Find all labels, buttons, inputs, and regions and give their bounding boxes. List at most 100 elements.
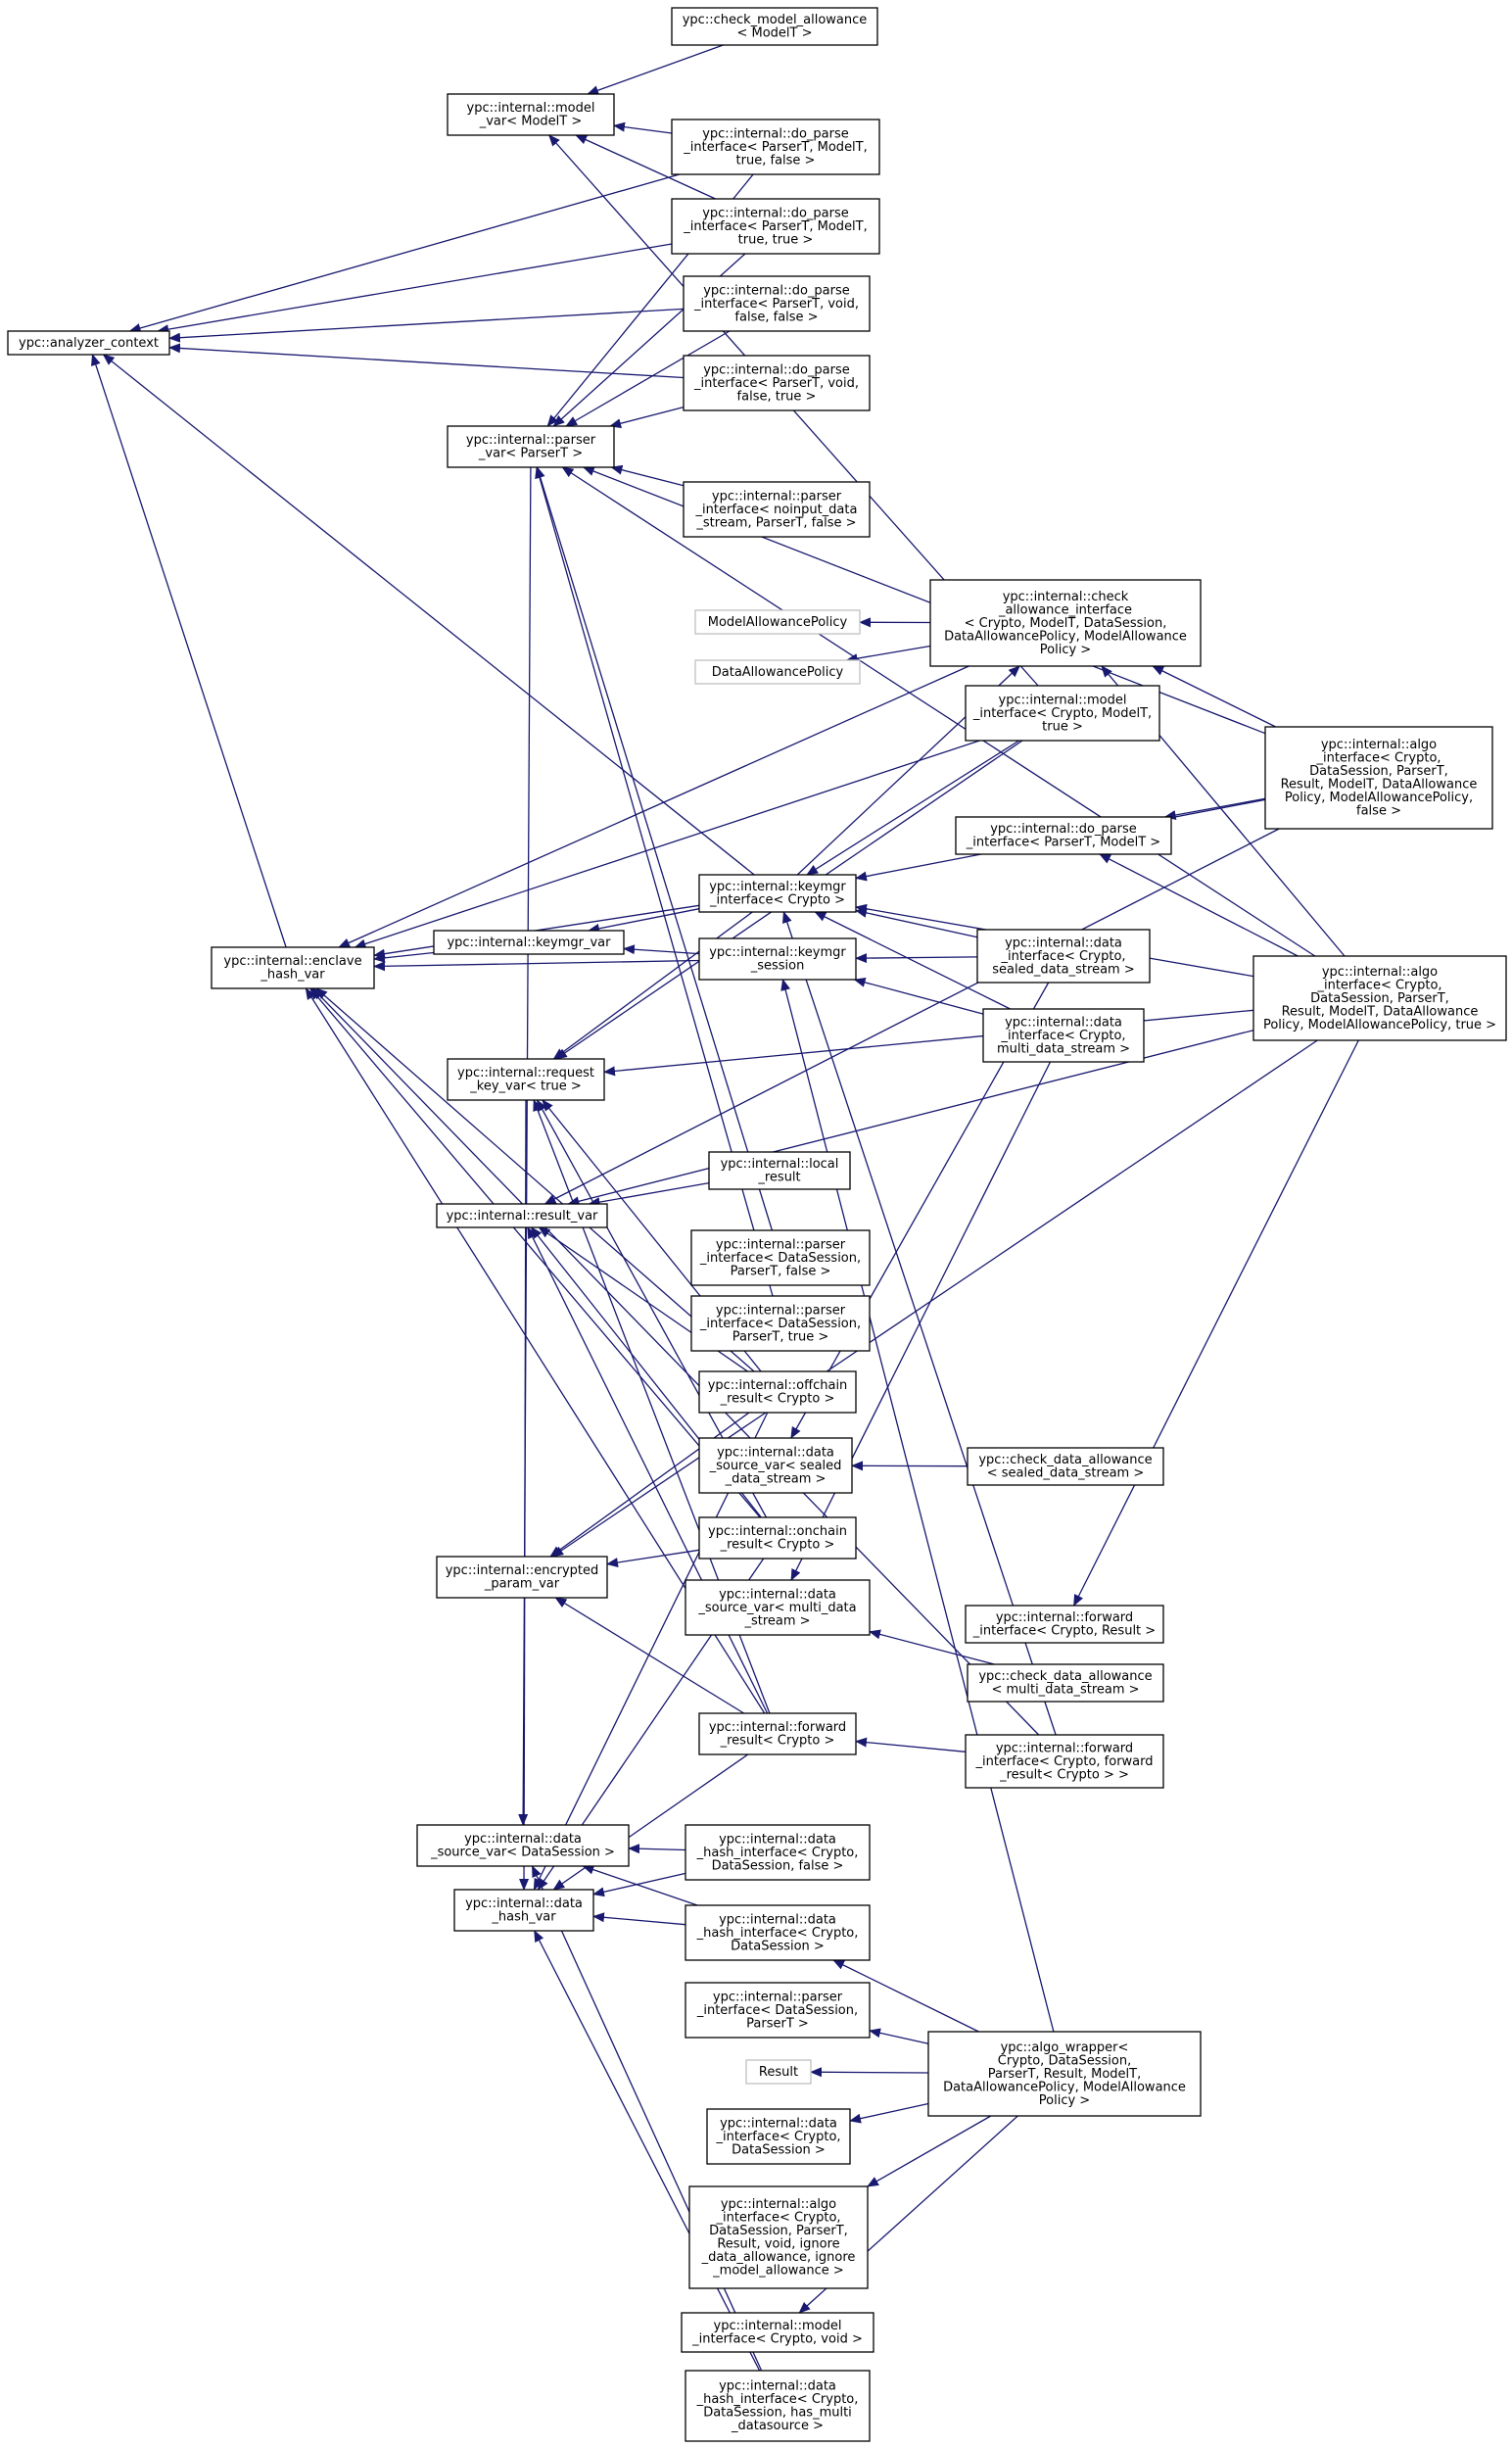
- class-node-encrypted[interactable]: ypc::internal::encrypted_param_var: [436, 1556, 608, 1599]
- edge-n_algo_true-to-n_dpi_pm: [1099, 853, 1299, 957]
- class-box: [982, 1008, 1145, 1063]
- class-node-keymgr-iface[interactable]: ypc::internal::keymgr_interface< Crypto …: [698, 874, 857, 913]
- class-node-di-sealed[interactable]: ypc::internal::data_interface< Crypto,se…: [976, 929, 1151, 984]
- class-node-enclave[interactable]: ypc::internal::enclave_hash_var: [211, 946, 375, 989]
- class-label-line: _model_allowance >: [712, 2264, 844, 2279]
- edge-n_dpi_v_ft-to-n_parser_var: [609, 406, 685, 429]
- class-node-pi-ds-true[interactable]: ypc::internal::parser_interface< DataSes…: [690, 1295, 871, 1352]
- class-node-model-iface[interactable]: ypc::internal::model_interface< Crypto, …: [965, 685, 1160, 742]
- class-node-result[interactable]: Result: [745, 2059, 812, 2085]
- class-node-offchain[interactable]: ypc::internal::offchain_result< Crypto >: [698, 1370, 857, 1414]
- class-node-model-policy[interactable]: ModelAllowancePolicy: [694, 609, 861, 635]
- class-node-dsv-ds[interactable]: ypc::internal::data_source_var< DataSess…: [416, 1824, 630, 1867]
- class-node-keymgr-var[interactable]: ypc::internal::keymgr_var: [433, 930, 625, 955]
- class-node-check-allow[interactable]: ypc::internal::check_allowance_interface…: [929, 579, 1202, 667]
- class-label-line: _data_stream >: [725, 1471, 827, 1486]
- class-label-line: _interface< Crypto,: [1000, 1029, 1125, 1043]
- class-box: [965, 1734, 1164, 1789]
- class-label-line: _interface< Crypto,: [1315, 751, 1441, 766]
- class-node-dpi-v-ff[interactable]: ypc::internal::do_parse_interface< Parse…: [683, 275, 871, 332]
- class-node-data-hash-var[interactable]: ypc::internal::data_hash_var: [453, 1889, 594, 1932]
- class-box: [685, 1824, 871, 1881]
- class-box: [694, 609, 861, 635]
- class-label-line: ypc::internal::onchain: [708, 1524, 847, 1539]
- class-node-onchain[interactable]: ypc::internal::onchain_result< Crypto >: [698, 1516, 857, 1560]
- class-node-request-key[interactable]: ypc::internal::request_key_var< true >: [447, 1058, 605, 1101]
- class-node-model-var[interactable]: ypc::internal::model_var< ModelT >: [447, 93, 615, 136]
- class-label-line: _interface< Crypto, Result >: [972, 1624, 1156, 1639]
- class-box: [688, 2185, 869, 2289]
- class-label-line: ypc::internal::model: [467, 101, 595, 116]
- class-label-line: _interface< DataSession,: [699, 1317, 861, 1331]
- class-label-line: < sealed_data_stream >: [987, 1466, 1145, 1481]
- class-label-line: ypc::internal::encrypted: [446, 1563, 599, 1578]
- class-node-pi-ds-false[interactable]: ypc::internal::parser_interface< DataSes…: [690, 1229, 871, 1286]
- class-node-fwd-iface-fr[interactable]: ypc::internal::forward_interface< Crypto…: [965, 1734, 1164, 1789]
- edge-n_algo_wrapper-to-n_pi_ds: [869, 2028, 929, 2044]
- class-node-dsv-multi[interactable]: ypc::internal::data_source_var< multi_da…: [685, 1579, 871, 1636]
- edge-n_algo_true-to-n_parser_var: [561, 466, 1316, 957]
- class-label-line: _source_var< multi_data: [697, 1601, 856, 1615]
- class-label-line: _result: [757, 1171, 800, 1185]
- class-node-keymgr-session[interactable]: ypc::internal::keymgr_session: [698, 937, 857, 981]
- class-node-model-iface-void[interactable]: ypc::internal::model_interface< Crypto, …: [681, 2312, 874, 2353]
- class-box: [683, 481, 871, 538]
- class-node-algo-ignore[interactable]: ypc::internal::algo_interface< Crypto,Da…: [688, 2185, 869, 2289]
- class-node-fwd-result[interactable]: ypc::internal::forward_result< Crypto >: [698, 1712, 857, 1755]
- class-node-dpi-mt-tt[interactable]: ypc::internal::do_parse_interface< Parse…: [671, 198, 880, 255]
- class-node-di-multi[interactable]: ypc::internal::data_interface< Crypto,mu…: [982, 1008, 1145, 1063]
- class-label-line: ypc::internal::algo: [1321, 738, 1437, 752]
- class-box: [447, 1058, 605, 1101]
- class-box: [745, 2059, 812, 2085]
- class-node-local-result[interactable]: ypc::internal::local_result: [708, 1151, 851, 1190]
- class-node-check-data-sealed[interactable]: ypc::check_data_allowance< sealed_data_s…: [967, 1447, 1164, 1486]
- class-label-line: ypc::internal::algo: [721, 2197, 836, 2212]
- class-label-line: _result< Crypto > >: [999, 1767, 1129, 1782]
- class-label-line: _hash_interface< Crypto,: [696, 2392, 859, 2407]
- class-label-line: _interface< DataSession,: [699, 1251, 861, 1266]
- class-box: [706, 2108, 851, 2165]
- edge-n_algo_true-to-n_fwd_iface_result: [1073, 1039, 1359, 1607]
- class-label-line: _interface< noinput_data: [695, 503, 858, 517]
- class-label-line: ypc::internal::check: [1003, 590, 1129, 604]
- class-label-line: ypc::internal::parser: [716, 1303, 846, 1318]
- class-label-line: ypc::check_model_allowance: [683, 13, 868, 27]
- edge-n_algo_wrapper-to-n_dhi_ds: [832, 1959, 979, 2033]
- class-node-algo-true[interactable]: ypc::internal::algo_interface< Crypto,Da…: [1252, 955, 1507, 1041]
- class-node-data-policy[interactable]: DataAllowancePolicy: [694, 659, 861, 685]
- class-label-line: DataSession >: [732, 2142, 826, 2157]
- class-node-check-data-multi[interactable]: ypc::check_data_allowance< multi_data_st…: [967, 1663, 1164, 1703]
- class-node-dpi-pm[interactable]: ypc::internal::do_parse_interface< Parse…: [955, 816, 1172, 855]
- class-box: [698, 1437, 853, 1494]
- class-label-line: ypc::internal::do_parse: [702, 126, 849, 141]
- class-node-parser-var[interactable]: ypc::internal::parser_var< ParserT >: [447, 425, 615, 468]
- class-node-analyzer[interactable]: ypc::analyzer_context: [7, 330, 170, 356]
- class-label-line: Policy >: [1040, 643, 1091, 657]
- class-label-line: ypc::internal::request: [457, 1066, 594, 1080]
- class-node-di-ds[interactable]: ypc::internal::data_interface< Crypto,Da…: [706, 2108, 851, 2165]
- class-box: [416, 1824, 630, 1867]
- class-node-dhi-false[interactable]: ypc::internal::data_hash_interface< Cryp…: [685, 1824, 871, 1881]
- class-node-pi-noinput[interactable]: ypc::internal::parser_interface< noinput…: [683, 481, 871, 538]
- class-label-line: ypc::internal::algo: [1322, 965, 1438, 980]
- class-node-dhi-multi[interactable]: ypc::internal::data_hash_interface< Cryp…: [685, 2370, 871, 2442]
- edge-n_keymgr_session-to-n_keymgr_var: [623, 944, 700, 955]
- class-node-dsv-sealed[interactable]: ypc::internal::data_source_var< sealed_d…: [698, 1437, 853, 1494]
- class-node-algo-wrapper[interactable]: ypc::algo_wrapper<Crypto, DataSession,Pa…: [927, 2031, 1202, 2117]
- class-box: [698, 874, 857, 913]
- class-node-dpi-mt-tf[interactable]: ypc::internal::do_parse_interface< Parse…: [671, 119, 880, 175]
- class-node-fwd-iface-result[interactable]: ypc::internal::forward_interface< Crypto…: [965, 1605, 1164, 1644]
- class-node-result-var[interactable]: ypc::internal::result_var: [436, 1203, 608, 1228]
- class-node-pi-ds[interactable]: ypc::internal::parser_interface< DataSes…: [685, 1982, 871, 2039]
- class-box: [447, 93, 615, 136]
- class-node-check-model[interactable]: ypc::check_model_allowance< ModelT >: [671, 7, 878, 46]
- edge-n_offchain-to-n_encrypted: [549, 1412, 750, 1558]
- class-node-dpi-v-ft[interactable]: ypc::internal::do_parse_interface< Parse…: [683, 355, 871, 411]
- class-label-line: DataSession, false >: [712, 1858, 844, 1873]
- class-node-dhi-ds[interactable]: ypc::internal::data_hash_interface< Cryp…: [685, 1904, 871, 1961]
- class-label-line: DataAllowancePolicy: [712, 665, 844, 680]
- class-label-line: ypc::algo_wrapper<: [1001, 2040, 1129, 2055]
- class-node-algo-false[interactable]: ypc::internal::algo_interface< Crypto,Da…: [1264, 726, 1493, 830]
- class-box: [683, 355, 871, 411]
- class-box: [965, 1605, 1164, 1644]
